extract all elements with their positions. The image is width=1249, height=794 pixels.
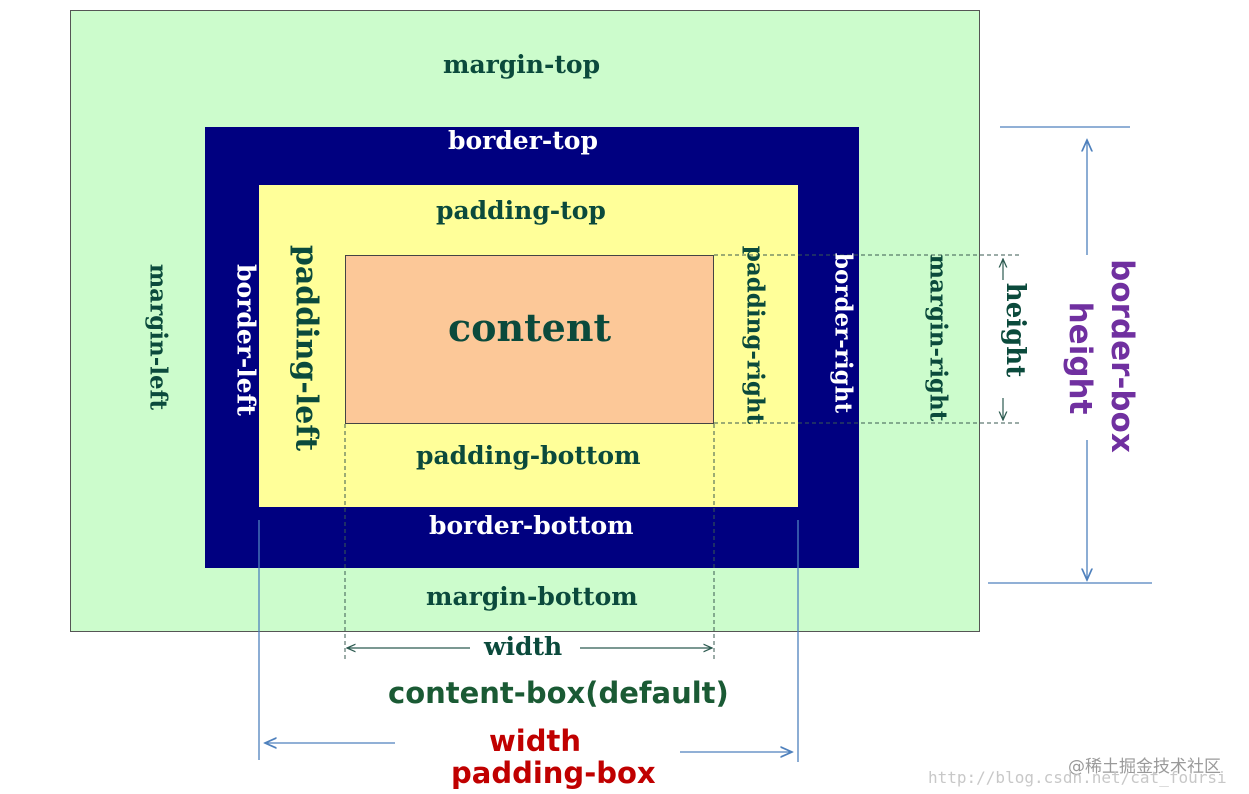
margin-right-label: margin-right — [924, 254, 952, 422]
margin-top-label: margin-top — [443, 50, 601, 79]
padding-bottom-label: padding-bottom — [416, 441, 641, 470]
padding-right-label: padding-right — [741, 245, 769, 425]
padding-box-label: padding-box — [451, 756, 656, 790]
border-top-label: border-top — [448, 126, 598, 155]
border-right-label: border-right — [829, 252, 857, 414]
padding-top-label: padding-top — [436, 196, 606, 225]
padding-box-guides — [258, 520, 799, 762]
border-left-label: border-left — [231, 264, 261, 416]
watermark-handle: @稀土掘金技术社区 — [1068, 757, 1221, 777]
margin-bottom-label: margin-bottom — [426, 582, 638, 611]
border-bottom-label: border-bottom — [429, 511, 634, 540]
border-box-label: border-box — [1104, 259, 1140, 453]
padding-left-label: padding-left — [288, 244, 324, 452]
height-label: height — [1000, 282, 1030, 378]
width-red-label: width — [489, 724, 581, 758]
content-box-default-label: content-box(default) — [388, 676, 729, 710]
content-area — [345, 255, 714, 424]
margin-left-label: margin-left — [144, 263, 172, 411]
content-label: content — [448, 305, 612, 350]
watermark-url: http://blog.csdn.net/cat_foursi — [928, 768, 1227, 787]
width-label: width — [484, 632, 563, 661]
border-box-guides — [988, 126, 1152, 584]
content-dashed-guides — [344, 254, 1020, 662]
height-purple-label: height — [1062, 301, 1098, 415]
